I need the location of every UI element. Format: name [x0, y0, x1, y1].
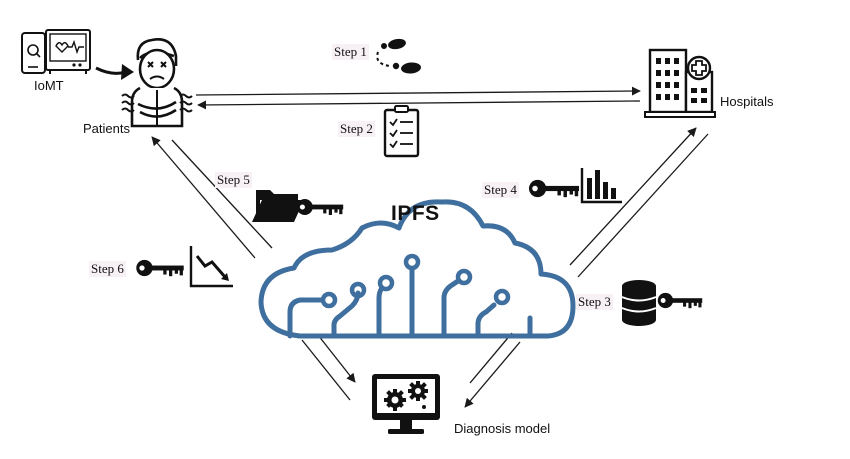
step6-key-icon: [136, 259, 184, 277]
checklist-icon: [383, 105, 420, 158]
footprints-icon: [376, 38, 421, 74]
arrow-diagnosis-to-ipfs: [464, 332, 521, 408]
declining-chart-icon: [189, 246, 233, 288]
ipfs-cloud-circuit-icon: [258, 199, 576, 339]
step-3-label: Step 3: [576, 294, 613, 310]
heart-monitor-icon: [45, 29, 91, 74]
arrow-ipfs-to-hospitals: [569, 127, 709, 278]
patients-label: Patients: [83, 121, 130, 136]
step-5-label: Step 5: [215, 172, 252, 188]
arrow-ipfs-to-diagnosis: [301, 334, 356, 401]
step-6-label: Step 6: [89, 261, 126, 277]
arrow-ipfs-to-patients: [151, 136, 273, 259]
step-4-label: Step 4: [482, 182, 519, 198]
ipfs-label: IPFS: [391, 202, 440, 225]
step3-key-icon: [657, 292, 703, 309]
diagnosis-model-label: Diagnosis model: [454, 421, 551, 436]
bar-chart-icon: [580, 168, 622, 204]
arrow-patients-to-hospitals: [195, 86, 641, 96]
sick-patient-icon: [121, 38, 193, 128]
step4-key-icon: [528, 179, 580, 198]
hospitals-label: Hospitals: [720, 94, 774, 109]
tablet-icon: [21, 32, 46, 74]
monitor-gears-icon: [372, 374, 440, 434]
database-icon: [621, 280, 657, 326]
step-2-label: Step 2: [338, 121, 375, 137]
step5-key-icon: [296, 199, 344, 215]
step-1-label: Step 1: [332, 44, 369, 60]
hospital-building-icon: [644, 48, 716, 118]
folder-icon: [252, 190, 304, 222]
arrow-iomt-to-patients: [95, 64, 134, 80]
arrow-hospitals-to-patients: [197, 100, 641, 110]
iomt-label: IoMT: [34, 78, 64, 93]
